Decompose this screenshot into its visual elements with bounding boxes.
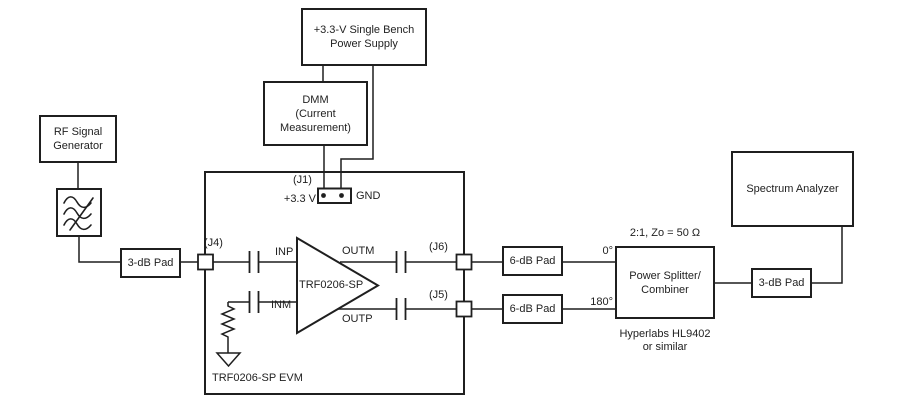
wire-3db-to-analyzer [812,227,843,284]
zero-degree-label: 0° [602,245,613,257]
outp-pin-label: OUTP [342,313,373,325]
power-splitter-label-line1: Power Splitter/ [629,269,701,282]
rf-generator-label-line2: Generator [53,140,103,152]
plus-33v-label: +3.3 V [283,193,316,205]
input-3db-pad-box: 3-dB Pad [120,248,181,278]
splitter-spec-label: 2:1, Zo = 50 Ω [629,227,701,239]
power-splitter-label-line2: Combiner [641,283,689,296]
output-3db-pad-label: 3-dB Pad [758,277,805,289]
j5-label: (J5) [429,289,448,301]
dmm-label-line1: DMM [302,93,329,106]
wire-filter-to-pad [78,237,120,263]
power-supply-label-line1: +3.3-V Single Bench [313,24,415,36]
splitter-note-line1: Hyperlabs HL9402 [619,328,711,340]
dmm-box: DMM (Current Measurement) [263,81,368,146]
input-3db-pad-label: 3-dB Pad [127,257,174,269]
filter-box [56,188,102,237]
power-supply-box: +3.3-V Single Bench Power Supply [301,8,427,66]
bottom-6db-pad-label: 6-dB Pad [509,303,556,315]
j1-label: (J1) [293,174,312,186]
inp-pin-label: INP [275,246,294,258]
dmm-label-line2: (Current [295,107,336,120]
inm-pin-label: INM [271,299,292,311]
j4-label: (J4) [204,237,223,249]
top-6db-pad-label: 6-dB Pad [509,255,556,267]
evm-board-label: TRF0206-SP EVM [212,372,303,384]
gnd-label: GND [356,190,381,202]
evm-board-outline [204,171,465,395]
power-supply-label-line2: Power Supply [330,38,398,50]
dmm-label-line3: Measurement) [280,121,351,134]
amplifier-part-label: TRF0206-SP [299,279,364,291]
outm-pin-label: OUTM [342,245,375,257]
bottom-6db-pad-box: 6-dB Pad [502,294,563,324]
output-3db-pad-box: 3-dB Pad [751,268,812,298]
spectrum-analyzer-label: Spectrum Analyzer [746,183,839,195]
splitter-note-line2: or similar [642,341,688,353]
power-splitter-box: Power Splitter/ Combiner [615,246,715,319]
top-6db-pad-box: 6-dB Pad [502,246,563,276]
one-eighty-degree-label: 180° [590,296,613,308]
splitter-note: Hyperlabs HL9402 or similar [601,328,729,354]
j6-label: (J6) [429,241,448,253]
spectrum-analyzer-box: Spectrum Analyzer [731,151,854,227]
rf-signal-generator-box: RF Signal Generator [39,115,117,163]
rf-generator-label-line1: RF Signal [53,126,103,138]
